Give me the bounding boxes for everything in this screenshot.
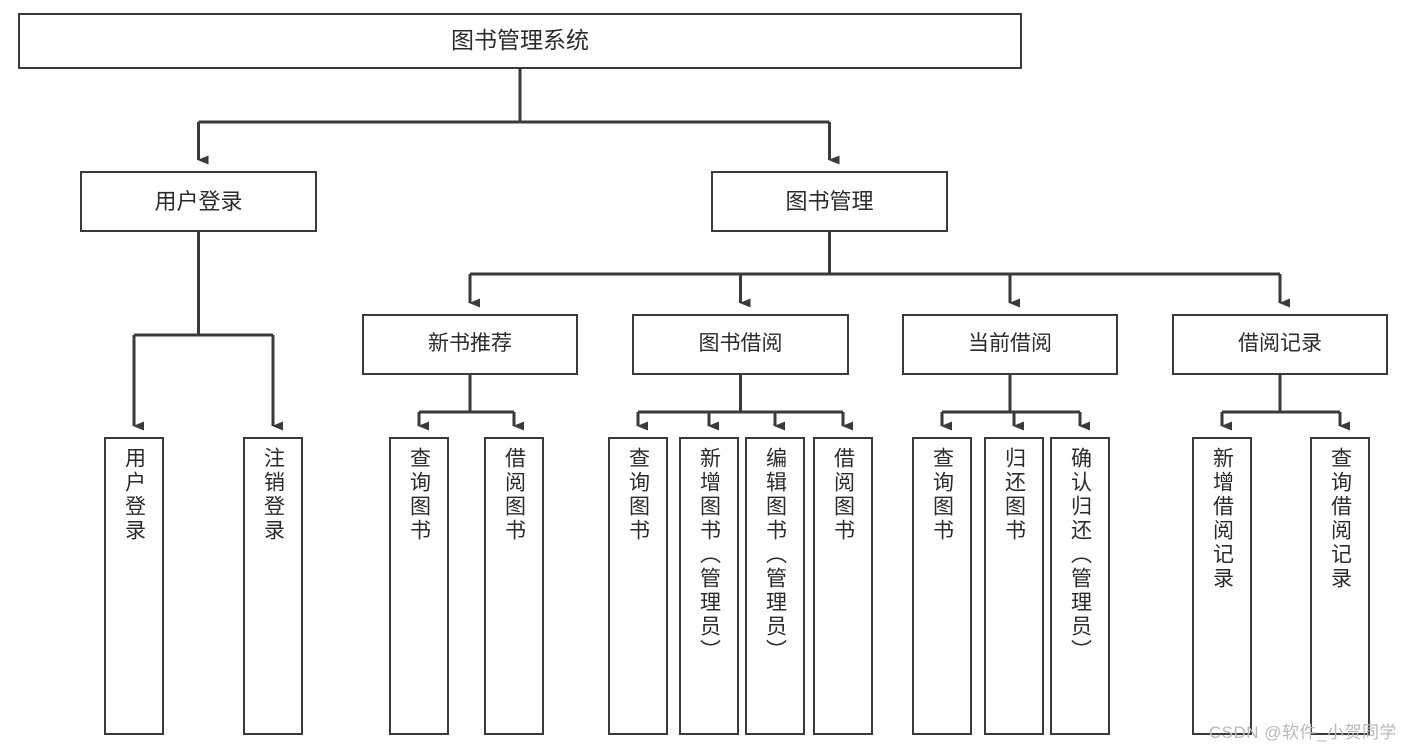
node-label: 借阅图书 — [502, 447, 526, 543]
node-leaf-query-record[interactable]: 查询借阅记录 — [1310, 437, 1370, 735]
node-leaf-add-record[interactable]: 新增借阅记录 — [1192, 437, 1252, 735]
node-leaf-query-book-1[interactable]: 查询图书 — [389, 437, 449, 735]
node-label: 当前借阅 — [968, 332, 1052, 356]
node-label: 图书管理系统 — [451, 27, 589, 54]
node-leaf-borrow-book-2[interactable]: 借阅图书 — [813, 437, 873, 735]
node-borrow-record[interactable]: 借阅记录 — [1172, 314, 1388, 375]
node-label: 确认归还（管理员） — [1068, 447, 1092, 663]
node-label: 用户登录 — [154, 188, 243, 214]
node-label: 查询图书 — [407, 447, 431, 543]
node-label: 新书推荐 — [428, 332, 512, 356]
node-current-borrow[interactable]: 当前借阅 — [902, 314, 1118, 375]
node-leaf-return-book[interactable]: 归还图书 — [984, 437, 1044, 735]
node-leaf-user-login[interactable]: 用户登录 — [104, 437, 164, 735]
node-book-manage[interactable]: 图书管理 — [711, 171, 948, 232]
node-label: 查询图书 — [930, 447, 954, 543]
node-leaf-borrow-book-1[interactable]: 借阅图书 — [484, 437, 544, 735]
node-book-borrow[interactable]: 图书借阅 — [632, 314, 849, 375]
node-label: 图书管理 — [785, 188, 874, 214]
node-label: 查询图书 — [626, 447, 650, 543]
node-label: 注销登录 — [261, 447, 285, 543]
node-leaf-query-book-3[interactable]: 查询图书 — [912, 437, 972, 735]
csdn-watermark: CSDN @软件_小贺同学 — [1208, 723, 1397, 742]
node-root[interactable]: 图书管理系统 — [18, 13, 1022, 69]
node-label: 编辑图书（管理员） — [763, 447, 787, 663]
node-leaf-add-book[interactable]: 新增图书（管理员） — [679, 437, 739, 735]
node-leaf-query-book-2[interactable]: 查询图书 — [608, 437, 668, 735]
node-label: 新增图书（管理员） — [697, 447, 721, 663]
node-user-login[interactable]: 用户登录 — [80, 171, 317, 232]
node-label: 借阅图书 — [831, 447, 855, 543]
node-leaf-user-logout[interactable]: 注销登录 — [243, 437, 303, 735]
node-leaf-confirm-return[interactable]: 确认归还（管理员） — [1050, 437, 1110, 735]
node-label: 图书借阅 — [698, 332, 783, 356]
node-label: 新增借阅记录 — [1210, 447, 1234, 591]
node-label: 用户登录 — [122, 447, 146, 543]
node-label: 归还图书 — [1002, 447, 1026, 543]
node-leaf-edit-book[interactable]: 编辑图书（管理员） — [745, 437, 805, 735]
node-label: 查询借阅记录 — [1328, 447, 1352, 591]
node-new-book-rec[interactable]: 新书推荐 — [362, 314, 578, 375]
node-label: 借阅记录 — [1238, 332, 1322, 356]
